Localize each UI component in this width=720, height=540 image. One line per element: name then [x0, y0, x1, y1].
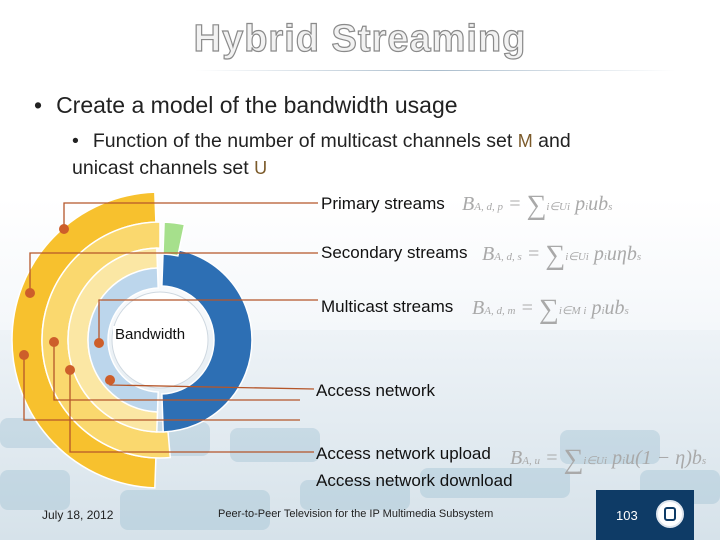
- title-divider: [195, 70, 675, 71]
- leader-line: [69, 370, 314, 453]
- background-tile: [420, 468, 570, 498]
- secondary-streams-label: Secondary streams: [321, 243, 468, 262]
- leader-marker: [49, 337, 59, 347]
- bullet-dot: •: [34, 92, 43, 118]
- unicast-set-symbol: U: [254, 158, 268, 178]
- footer-date: July 18, 2012: [42, 508, 114, 522]
- leader-marker: [19, 350, 29, 360]
- access-network-label: Access network: [316, 381, 436, 400]
- leader-line: [23, 355, 300, 421]
- green-ring-segment: [162, 221, 186, 257]
- page-number-box: 103: [596, 490, 694, 540]
- university-logo: [656, 500, 684, 528]
- bandwidth-label: Bandwidth: [113, 326, 188, 343]
- leader-marker: [59, 224, 69, 234]
- leader-line: [29, 252, 318, 293]
- page-number: 103: [616, 508, 638, 523]
- bullet-text: Create a model of the bandwidth usage: [56, 92, 458, 118]
- leader-lines: [19, 202, 318, 453]
- leader-marker: [65, 365, 75, 375]
- bullet-text-and: and: [538, 130, 571, 152]
- access-network-download-label: Access network download: [316, 471, 513, 490]
- formula-primary: BA, d, p = ∑i∈Ui piubs: [462, 190, 613, 221]
- slide-title: Hybrid Streaming: [193, 17, 527, 60]
- bullet-level2: • Function of the number of multicast cha…: [72, 128, 692, 182]
- leader-marker: [25, 288, 35, 298]
- formula-upload: BA, u = ∑i∈Ui piu(1 − η)bs: [510, 444, 707, 475]
- leader-line: [63, 202, 318, 229]
- background-tile: [560, 430, 660, 464]
- leader-marker: [94, 338, 104, 348]
- bullet-text-part2: unicast channels set: [72, 157, 249, 179]
- bullet-level1: • Create a model of the bandwidth usage: [34, 92, 458, 119]
- logo-shield-icon: [664, 507, 676, 521]
- formula-secondary: BA, d, s = ∑i∈Ui piuηbs: [482, 240, 642, 271]
- leader-marker: [105, 375, 115, 385]
- multicast-set-symbol: M: [517, 131, 533, 151]
- background-tile: [300, 480, 410, 510]
- background-tile: [230, 428, 320, 462]
- leader-line: [53, 342, 300, 401]
- background-tile: [120, 490, 270, 530]
- bullet-text-part1: Function of the number of multicast chan…: [92, 130, 513, 152]
- footer-title: Peer-to-Peer Television for the IP Multi…: [218, 508, 494, 520]
- primary-streams-label: Primary streams: [321, 194, 445, 213]
- multicast-streams-label: Multicast streams: [321, 297, 454, 316]
- formula-multicast: BA, d, m = ∑i∈M i piubs: [472, 294, 629, 325]
- bullet-dot: •: [72, 130, 79, 152]
- access-network-upload-label: Access network upload: [316, 444, 491, 463]
- leader-line: [98, 299, 318, 343]
- background-tile: [0, 470, 70, 510]
